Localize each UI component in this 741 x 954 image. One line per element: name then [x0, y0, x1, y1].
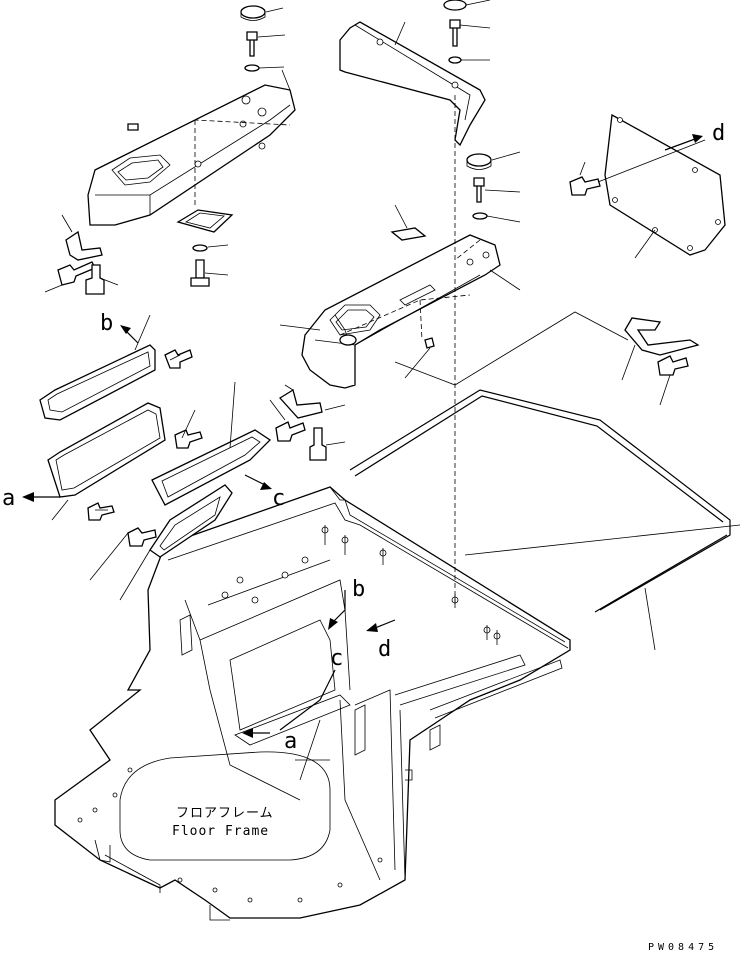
bolt	[85, 264, 105, 295]
side-cover-upper	[39, 344, 156, 421]
arrow-c-mid	[244, 474, 272, 490]
arrow-d-right	[664, 134, 703, 151]
bolt	[309, 427, 327, 461]
arrow-c-inner	[279, 669, 336, 731]
arrow-b-inner	[328, 590, 346, 630]
right-console-cover	[301, 234, 501, 389]
part-label-jp: フロアフレーム	[176, 806, 274, 821]
bolt	[164, 349, 193, 369]
bolt	[473, 177, 485, 203]
clip	[127, 123, 139, 131]
cap	[466, 153, 492, 167]
ref-letter-a: a	[2, 486, 15, 511]
drawing-code: PW08475	[648, 942, 718, 953]
bolt	[569, 176, 601, 196]
side-cover-lower	[47, 402, 166, 498]
bolt	[449, 19, 461, 47]
bolt	[127, 527, 157, 547]
ref-letter-c: c	[272, 486, 285, 511]
top-cover	[339, 21, 486, 147]
arrow-a-inner	[242, 728, 270, 738]
washer	[244, 64, 260, 72]
bolt	[275, 421, 306, 442]
cap	[240, 5, 266, 19]
grab-handle	[624, 317, 700, 356]
rubber-gasket	[149, 484, 233, 558]
bolt	[174, 429, 203, 449]
arrow-a-left	[22, 492, 60, 502]
bolt	[246, 31, 258, 57]
ref-letter-d: d	[712, 121, 725, 146]
hinge-bracket	[65, 230, 103, 261]
washer	[472, 212, 488, 220]
rear-panel	[604, 113, 726, 256]
clip	[424, 337, 435, 349]
bolt	[195, 259, 205, 279]
frame-holes	[77, 526, 501, 903]
left-console-cover	[87, 84, 296, 226]
arrow-b-left	[120, 325, 139, 344]
hinge-bracket	[278, 388, 323, 419]
ref-letter-b: b	[100, 311, 113, 336]
ref-letter-d-inner: d	[378, 637, 391, 662]
part-label-en: Floor Frame	[172, 824, 269, 839]
pad	[390, 227, 427, 241]
floor-frame	[54, 486, 571, 921]
washer	[448, 56, 462, 64]
ref-letter-c-inner: c	[330, 646, 343, 671]
frame-gasket	[151, 429, 272, 506]
ref-letter-b-inner: b	[352, 577, 365, 602]
seal-strip	[349, 389, 731, 611]
bolt	[87, 502, 115, 521]
cap	[443, 0, 467, 11]
washer	[192, 244, 208, 252]
ref-letter-a-inner: a	[284, 729, 297, 754]
arrow-d-inner	[366, 619, 396, 632]
bolt	[657, 355, 689, 376]
